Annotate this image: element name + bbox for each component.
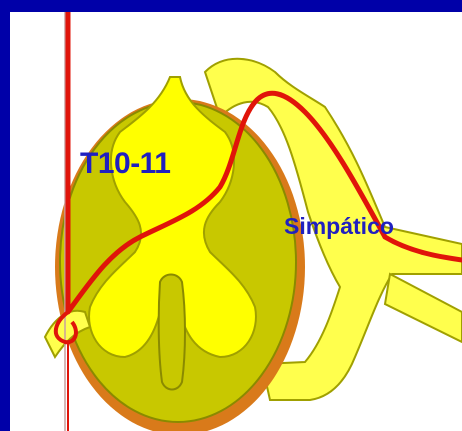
ventral-ramus <box>385 274 462 342</box>
spinal-level-label: T10-11 <box>80 147 170 181</box>
median-fissure <box>159 275 185 390</box>
diagram-panel <box>10 12 462 431</box>
spinal-cord-diagram <box>10 12 462 431</box>
sympathetic-label: Simpático <box>284 213 394 240</box>
